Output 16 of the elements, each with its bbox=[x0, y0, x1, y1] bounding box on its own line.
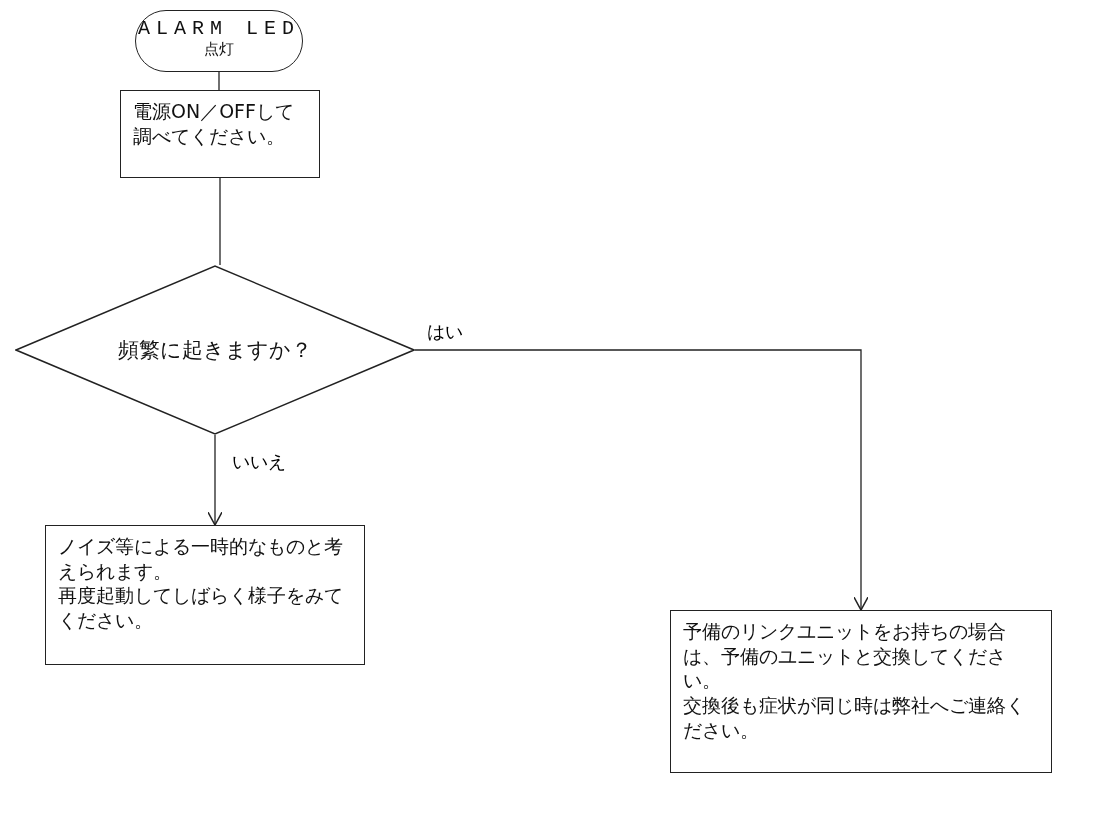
process-text: 電源ON／OFFして調べてください。 bbox=[133, 99, 295, 149]
process-box bbox=[120, 90, 320, 178]
process-box bbox=[670, 610, 1052, 773]
process-text: 再度起動してしばらく様子をみてください。 bbox=[58, 583, 344, 633]
connector-line bbox=[219, 177, 221, 266]
process-text: 交換後も症状が同じ時は弊社へご連絡ください。 bbox=[683, 693, 1026, 743]
process-box bbox=[45, 525, 365, 665]
connector-line bbox=[218, 71, 220, 91]
terminal-title: ALARM LED bbox=[137, 17, 301, 40]
arrow bbox=[207, 434, 223, 526]
decision-text: 頻繁に起きますか？ bbox=[118, 337, 312, 364]
process-text: 予備のリンクユニットをお持ちの場合は、予備のユニットと交換してください。 bbox=[683, 619, 1007, 694]
terminal-subtitle: 点灯 bbox=[203, 40, 235, 59]
decision-diamond bbox=[15, 265, 415, 435]
process-text: ノイズ等による一時的なものと考えられます。 bbox=[58, 534, 344, 584]
arrow bbox=[414, 349, 869, 611]
